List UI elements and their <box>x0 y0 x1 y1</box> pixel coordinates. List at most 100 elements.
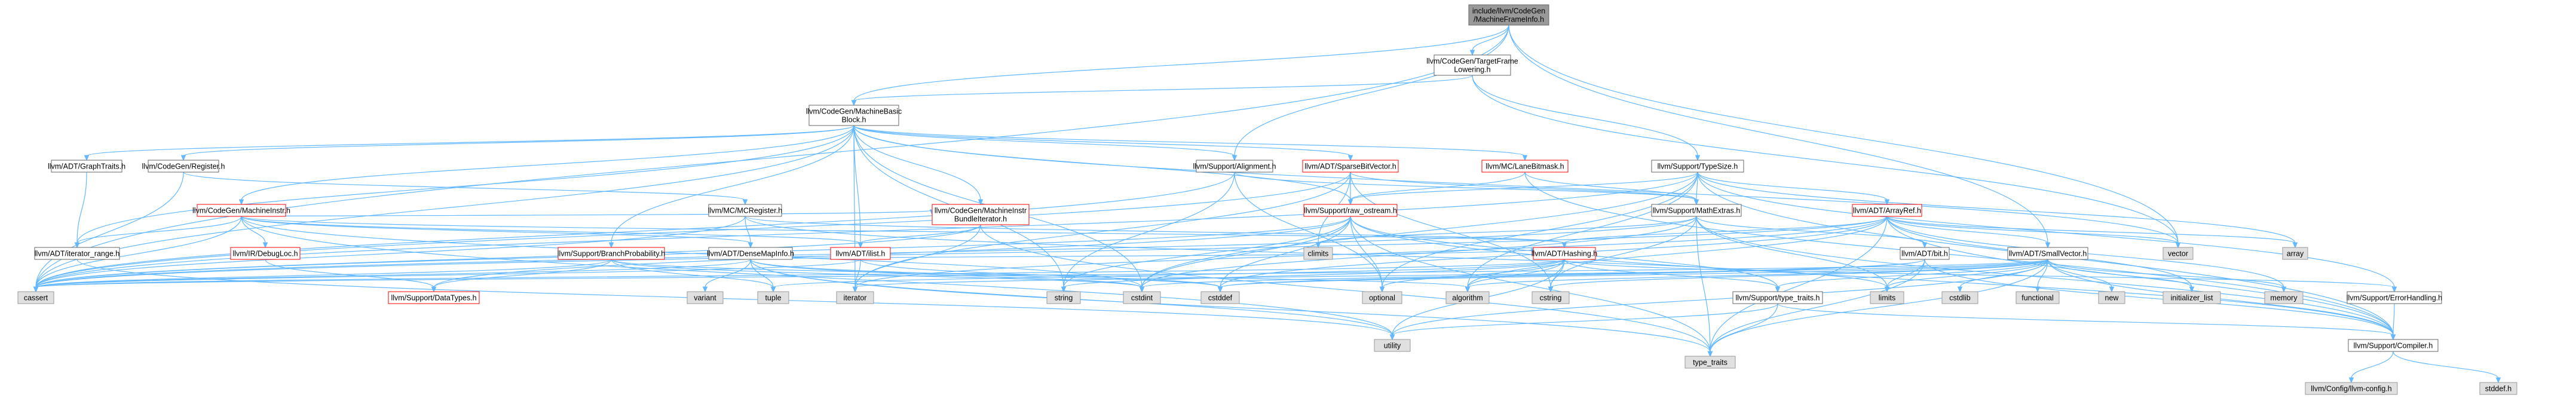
node-dl[interactable]: llvm/IR/DebugLoc.h <box>230 247 301 260</box>
node-label: /MachineFrameInfo.h <box>1474 16 1544 24</box>
node-label: tuple <box>765 294 781 302</box>
node-me[interactable]: llvm/Support/MathExtras.h <box>1651 204 1742 217</box>
node-eh[interactable]: llvm/Support/ErrorHandling.h <box>2347 291 2443 304</box>
node-il[interactable]: llvm/ADT/ilist.h <box>830 247 891 260</box>
edge-align-to-cassert <box>33 172 1235 293</box>
edge-ar-to-vector <box>1886 216 2181 249</box>
edge-gt-to-ir <box>74 172 87 249</box>
node-box <box>1445 291 1490 304</box>
node-box <box>2163 247 2194 260</box>
node-align[interactable]: llvm/Support/Alignment.h <box>1193 160 1276 173</box>
node-ir[interactable]: llvm/ADT/iterator_range.h <box>34 247 120 260</box>
edge-bit-to-comp <box>1924 259 2396 341</box>
node-box <box>1870 291 1904 304</box>
node-box <box>808 105 899 126</box>
node-box <box>1468 4 1549 26</box>
edge-reg-to-mcreg <box>183 172 748 206</box>
node-label: optional <box>1369 294 1395 302</box>
edge-mi-to-dl <box>241 216 268 249</box>
node-ar[interactable]: llvm/ADT/ArrayRef.h <box>1852 204 1922 217</box>
node-box <box>1434 54 1511 76</box>
node-label: llvm/ADT/bit.h <box>1901 250 1948 258</box>
node-box <box>932 204 1030 225</box>
node-label: llvm/Support/DataTypes.h <box>391 294 476 302</box>
node-memory: memory <box>2264 291 2304 304</box>
edge-ros-to-comp <box>1350 216 2396 341</box>
node-bp[interactable]: llvm/Support/BranchProbability.h <box>558 247 665 260</box>
edge-mib-to-typetraits <box>980 224 1713 357</box>
node-box <box>1303 247 1333 260</box>
node-label: llvm/IR/DebugLoc.h <box>232 250 298 258</box>
node-box <box>708 247 793 260</box>
node-reg[interactable]: llvm/CodeGen/Register.h <box>142 160 225 173</box>
node-lbm[interactable]: llvm/MC/LaneBitmask.h <box>1481 160 1569 173</box>
node-label: variant <box>694 294 716 302</box>
node-ts[interactable]: llvm/Support/TypeSize.h <box>1651 160 1744 173</box>
edge-bp-to-dt <box>431 259 612 293</box>
node-box <box>830 247 891 260</box>
node-label: llvm/Support/raw_ostream.h <box>1304 207 1397 215</box>
edge-sv-to-memory <box>2047 259 2287 293</box>
node-label: cstddef <box>1208 294 1233 302</box>
node-box <box>1196 160 1273 173</box>
edge-sv-to-iterator <box>852 259 2048 293</box>
node-comp[interactable]: llvm/Support/Compiler.h <box>2348 339 2439 352</box>
node-label: llvm/Support/MathExtras.h <box>1653 207 1741 215</box>
node-climits: climits <box>1303 247 1333 260</box>
node-box <box>1941 291 1978 304</box>
node-new: new <box>2098 291 2125 304</box>
node-label: llvm/CodeGen/MachineInstr <box>935 207 1027 215</box>
node-label: llvm/ADT/SmallVector.h <box>2009 250 2087 258</box>
edge-comp-to-cfg <box>2348 351 2394 384</box>
node-bit[interactable]: llvm/ADT/bit.h <box>1900 247 1950 260</box>
node-box <box>1900 247 1950 260</box>
node-box <box>17 291 54 304</box>
edge-hash-to-tuple <box>770 259 1565 293</box>
edge-hash-to-cassert <box>33 259 1565 293</box>
edge-sttr-to-utility <box>1389 303 1778 341</box>
node-mcreg[interactable]: llvm/MC/MCRegister.h <box>708 204 782 217</box>
edge-dmi-to-variant <box>702 259 751 293</box>
edge-lbm-to-ros <box>1347 172 1526 206</box>
edge-mbb-to-sbv <box>853 125 1353 161</box>
node-hash[interactable]: llvm/ADT/Hashing.h <box>1531 247 1597 260</box>
node-mib[interactable]: llvm/CodeGen/MachineInstrBundleIterator.… <box>932 204 1030 225</box>
node-label: new <box>2105 294 2119 302</box>
node-box <box>148 160 219 173</box>
node-mi[interactable]: llvm/CodeGen/MachineInstr.h <box>192 204 290 217</box>
edge-sv-to-initlist <box>2047 259 2195 293</box>
node-label: llvm/Support/Alignment.h <box>1193 163 1276 171</box>
node-box <box>708 204 782 217</box>
edge-eh-to-comp <box>2390 303 2396 341</box>
edge-me-to-climits <box>1315 216 1697 249</box>
node-dmi[interactable]: llvm/ADT/DenseMapInfo.h <box>707 247 794 260</box>
node-array: array <box>2282 247 2308 260</box>
node-label: llvm/MC/LaneBitmask.h <box>1485 163 1564 171</box>
node-box <box>1651 160 1744 173</box>
node-sv[interactable]: llvm/ADT/SmallVector.h <box>2007 247 2088 260</box>
node-box <box>1531 291 1570 304</box>
edge-tfl-to-mbb <box>851 75 1473 106</box>
node-box <box>1684 356 1736 369</box>
node-cstdlib: cstdlib <box>1941 291 1978 304</box>
edge-ar-to-sv <box>1886 216 2051 249</box>
node-box <box>2305 382 2398 395</box>
node-box <box>1481 160 1569 173</box>
node-dt[interactable]: llvm/Support/DataTypes.h <box>388 291 480 304</box>
node-iterator: iterator <box>836 291 874 304</box>
edge-ar-to-array <box>1886 216 2298 249</box>
node-label: llvm/MC/MCRegister.h <box>708 207 782 215</box>
node-sttr[interactable]: llvm/Support/type_traits.h <box>1732 291 1823 304</box>
node-label: llvm/ADT/SparseBitVector.h <box>1304 163 1396 171</box>
node-label: include/llvm/CodeGen <box>1472 7 1545 16</box>
node-sbv[interactable]: llvm/ADT/SparseBitVector.h <box>1302 160 1399 173</box>
node-box <box>1852 204 1922 217</box>
node-stddef: stddef.h <box>2479 382 2517 395</box>
node-gt[interactable]: llvm/ADT/GraphTraits.h <box>48 160 125 173</box>
node-box <box>197 204 286 217</box>
node-cassert: cassert <box>17 291 54 304</box>
node-ros[interactable]: llvm/Support/raw_ostream.h <box>1303 204 1398 217</box>
node-tuple: tuple <box>757 291 789 304</box>
